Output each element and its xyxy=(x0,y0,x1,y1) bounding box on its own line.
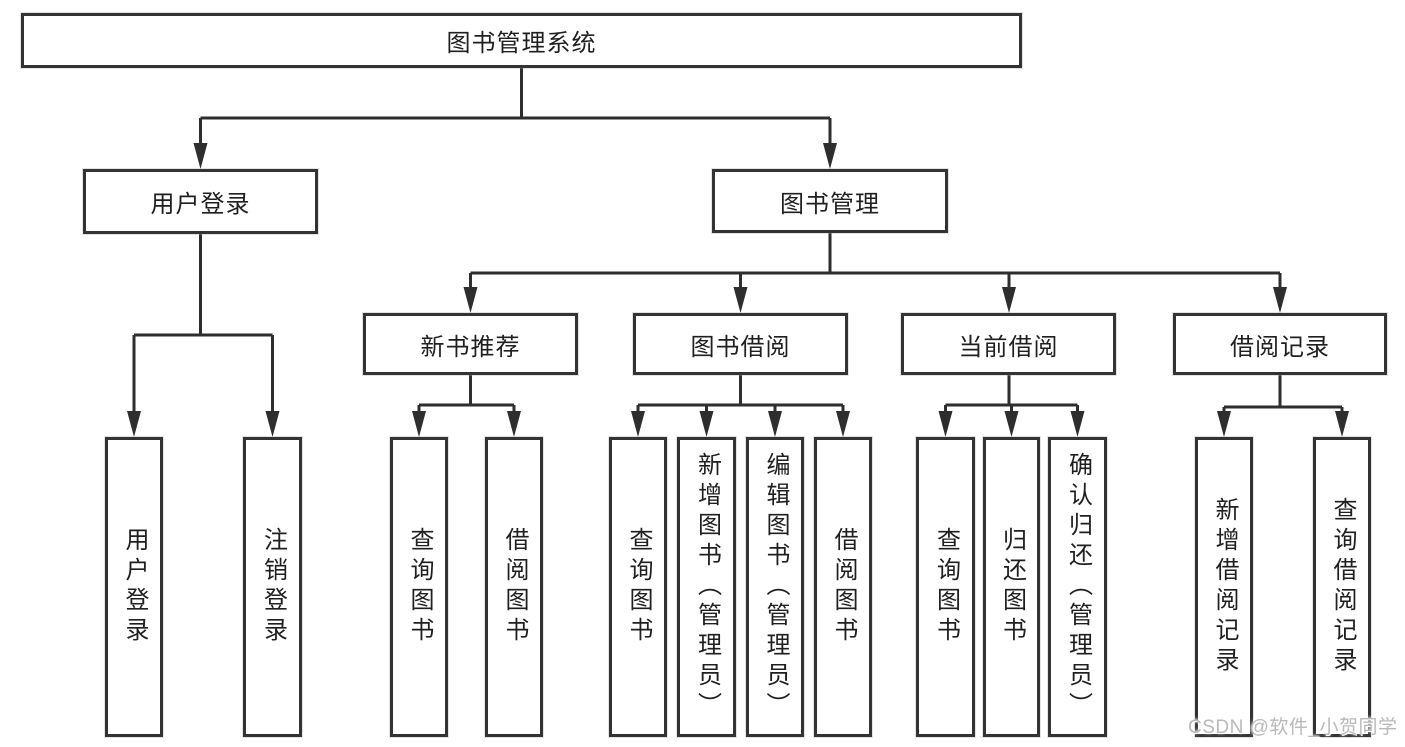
node-label: 借阅记录 xyxy=(1230,333,1330,361)
node-label: 当前借阅 xyxy=(958,333,1059,361)
node-label: 用户登录 xyxy=(150,191,251,218)
node-label: 新书推荐 xyxy=(420,333,521,361)
leaf-label: 借阅图书 xyxy=(830,527,857,647)
leaf-label: 确认归还（管理员） xyxy=(1064,452,1092,722)
leaf-add-book-admin: 新增图书（管理员） xyxy=(677,437,736,737)
node-label: 图书管理 xyxy=(780,190,880,218)
leaf-query-books-3: 查询图书 xyxy=(916,437,975,737)
leaf-borrow-books-2: 借阅图书 xyxy=(814,437,872,737)
leaf-borrow-books-1: 借阅图书 xyxy=(485,437,543,737)
node-root: 图书管理系统 xyxy=(21,13,1022,68)
leaf-add-borrow-record: 新增借阅记录 xyxy=(1195,437,1253,737)
leaf-label: 新增图书（管理员） xyxy=(693,452,721,722)
watermark: CSDN @软件_小贺同学 xyxy=(1188,717,1398,738)
leaf-label: 查询图书 xyxy=(932,527,960,647)
leaf-label: 用户登录 xyxy=(121,527,148,647)
leaf-confirm-return-admin: 确认归还（管理员） xyxy=(1048,437,1107,737)
node-label: 图书借阅 xyxy=(690,333,791,361)
leaf-label: 查询图书 xyxy=(406,527,433,647)
leaf-user-login: 用户登录 xyxy=(105,437,163,737)
node-label: 图书管理系统 xyxy=(446,30,597,57)
node-current-borrow: 当前借阅 xyxy=(901,313,1116,375)
leaf-label: 编辑图书（管理员） xyxy=(762,452,789,722)
leaf-edit-book-admin: 编辑图书（管理员） xyxy=(746,437,804,737)
node-user-login: 用户登录 xyxy=(83,169,318,234)
node-borrow-records: 借阅记录 xyxy=(1173,313,1387,375)
leaf-label: 查询图书 xyxy=(625,527,652,647)
leaf-label: 归还图书 xyxy=(998,527,1026,647)
leaf-return-book: 归还图书 xyxy=(983,437,1040,737)
leaf-label: 查询借阅记录 xyxy=(1329,497,1356,677)
leaf-query-borrow-record: 查询借阅记录 xyxy=(1313,437,1371,737)
leaf-label: 注销登录 xyxy=(259,527,287,647)
node-book-management: 图书管理 xyxy=(712,169,948,233)
leaf-logout: 注销登录 xyxy=(243,437,302,737)
node-book-borrow: 图书借阅 xyxy=(633,313,848,375)
leaf-label: 借阅图书 xyxy=(501,527,528,647)
node-new-book-recommend: 新书推荐 xyxy=(363,313,578,375)
leaf-query-books-2: 查询图书 xyxy=(609,437,667,737)
leaf-query-books-1: 查询图书 xyxy=(390,437,448,737)
leaf-label: 新增借阅记录 xyxy=(1211,497,1238,677)
